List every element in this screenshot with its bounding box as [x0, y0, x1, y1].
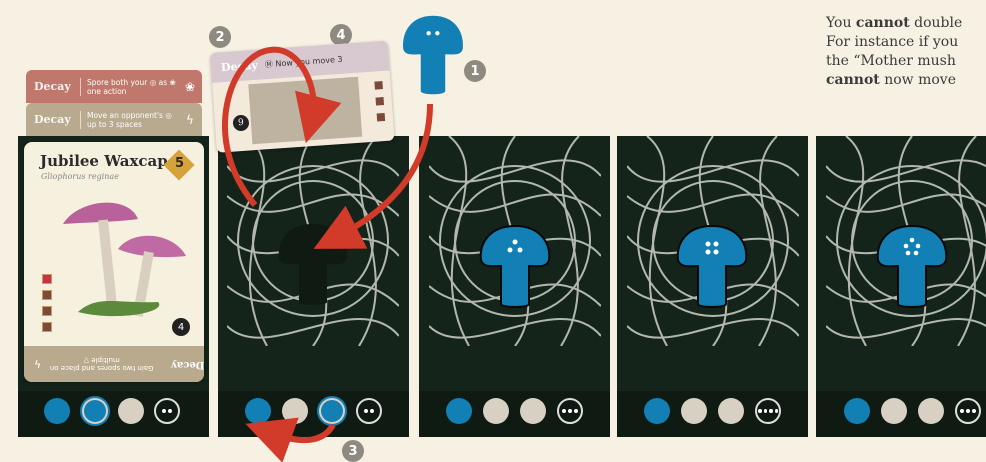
arrow-step-3	[268, 425, 333, 440]
arrow-step-1	[335, 104, 430, 238]
arrow-step-2	[225, 50, 314, 205]
